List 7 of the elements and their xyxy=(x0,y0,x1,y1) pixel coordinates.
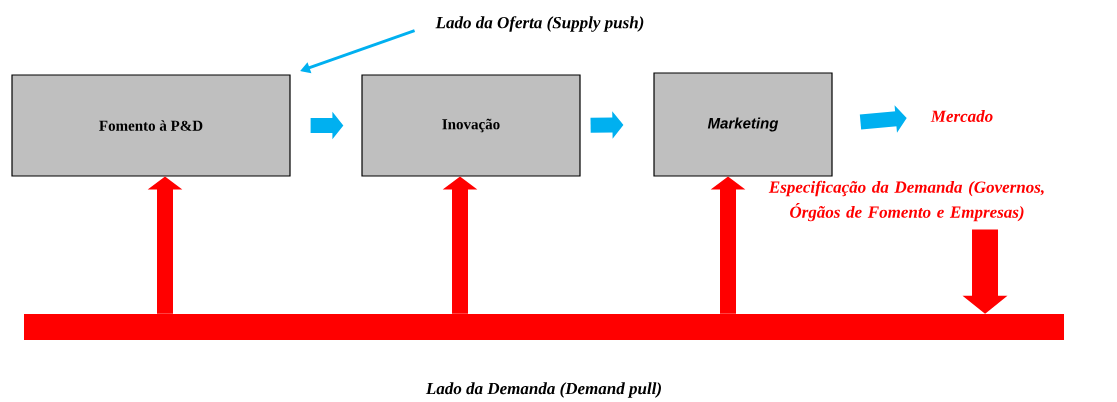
text-label: Especificação da Demanda (Governos, Órgãos de Fomento e Empresas) xyxy=(768,180,1044,222)
process-box: Marketing xyxy=(653,72,833,177)
bar-caption: Lado da Demanda (Demand pull) xyxy=(425,382,661,398)
text-label: Mercado xyxy=(930,110,993,122)
process-box: Fomento à P&D xyxy=(11,74,291,177)
process-box: Inovação xyxy=(361,74,581,177)
text-label: Lado da Oferta (Supply push) xyxy=(435,16,644,32)
